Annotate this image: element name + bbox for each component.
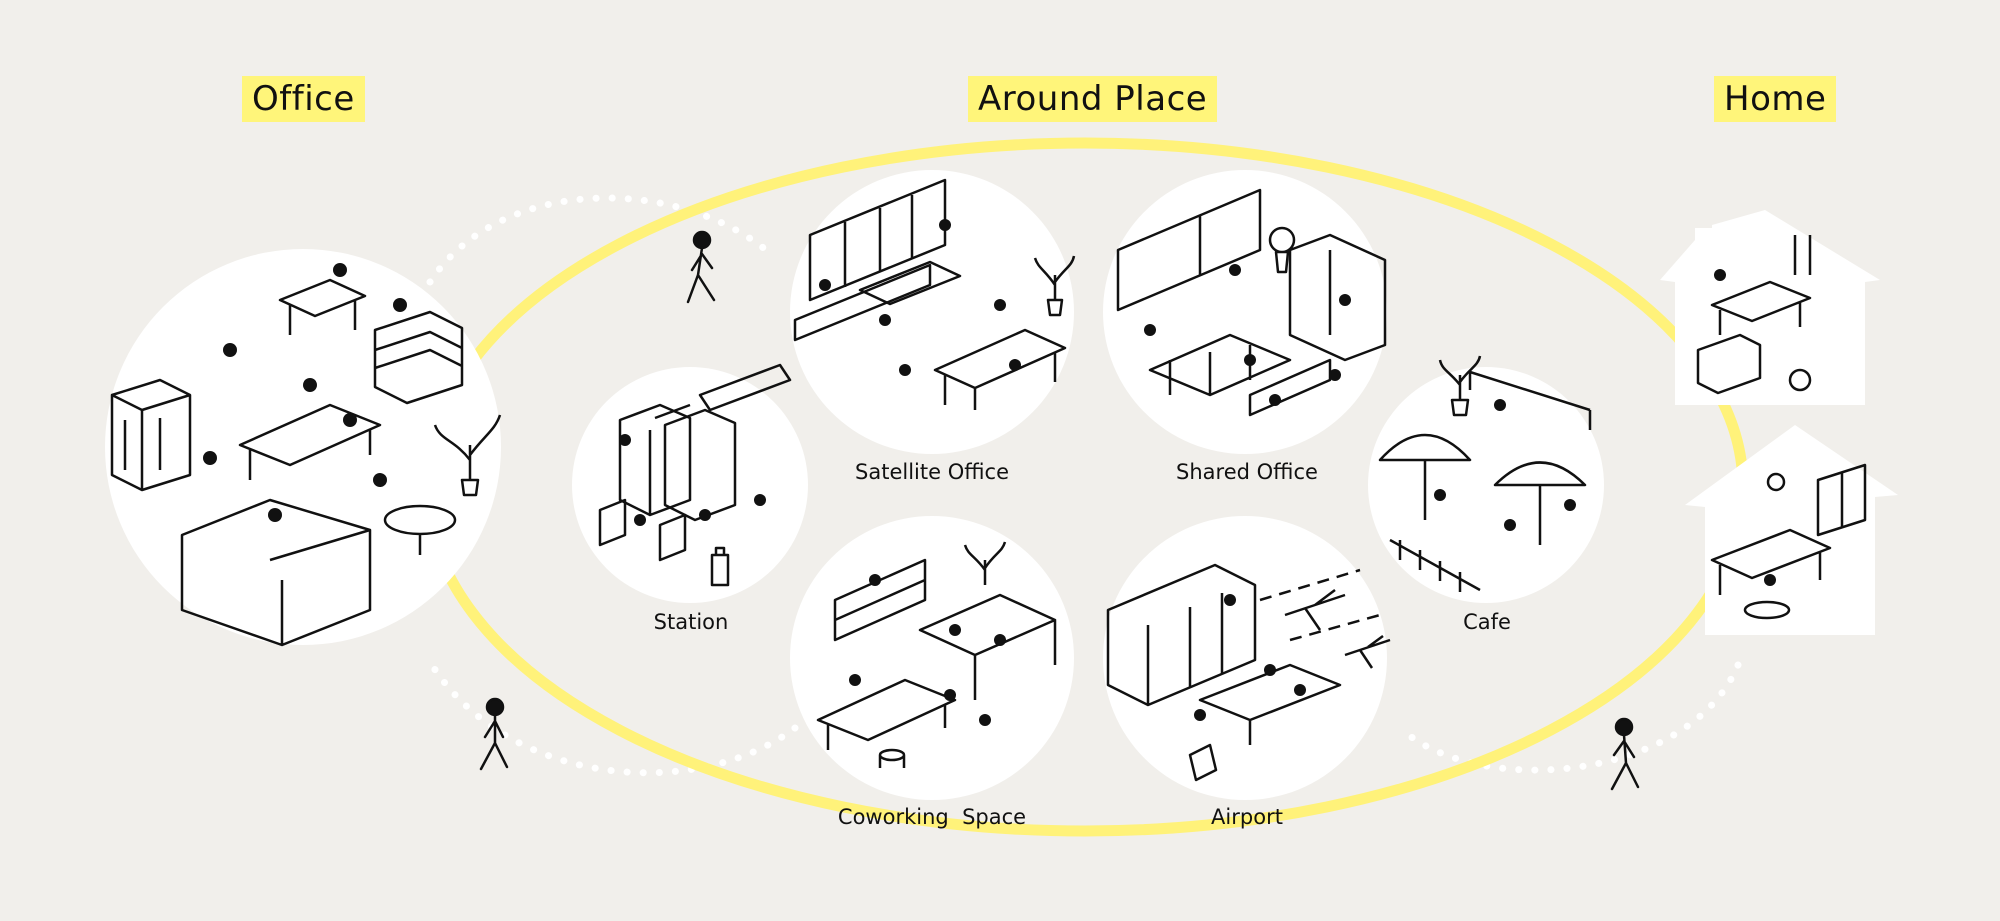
airplane-icon-2: [1344, 634, 1391, 669]
zone-title-home: Home: [1714, 76, 1837, 122]
dotted-path-office-to-around: [426, 194, 776, 286]
satellite-desk-icon: [933, 328, 1067, 410]
airport-booths-icon: [1106, 563, 1257, 707]
home-sofa-icon: [1696, 333, 1762, 395]
station-scene: [572, 363, 808, 603]
house-icon: [1660, 210, 1880, 405]
umbrella-icon-2: [1493, 461, 1587, 545]
satellite-table-icon: [858, 260, 962, 306]
shared-office-scene: [1103, 170, 1387, 454]
cafe-plant-icon: [1438, 355, 1482, 417]
coworking-stool-icon: [878, 748, 906, 768]
home-clock-icon: [1766, 472, 1786, 492]
station-sign-icon: [698, 363, 792, 412]
label-station: Station: [653, 610, 729, 634]
office-scene: [105, 249, 502, 647]
satellite-plant-icon: [1033, 255, 1076, 317]
home-window-icon: [1816, 463, 1867, 537]
airport-scene: [1103, 516, 1391, 800]
station-gate-icon: [598, 498, 687, 562]
walking-people: [479, 230, 1640, 791]
zone-title-office: Office: [242, 76, 365, 122]
office-plant-icon: [433, 414, 502, 497]
home-plant-icon: [1788, 368, 1812, 392]
walking-person-icon-3: [1610, 717, 1640, 791]
dotted-path-around-to-office: [426, 658, 799, 777]
coworking-scene: [790, 516, 1074, 800]
office-shelf-icon: [373, 310, 464, 405]
label-coworking-space: Coworking Space: [837, 805, 1027, 829]
station-booth-icon: [618, 403, 692, 517]
zone-title-around-place: Around Place: [968, 76, 1218, 122]
station-booth-icon-2: [663, 408, 737, 522]
home-desk-icon: [1710, 528, 1832, 595]
airport-runway-icon: [1259, 568, 1381, 642]
cafe-fence-icon: [1389, 538, 1481, 592]
coworking-plant-icon: [963, 541, 1007, 585]
shared-window-wall-icon: [1116, 188, 1262, 312]
suitcase-icon: [710, 546, 730, 587]
umbrella-icon: [1378, 433, 1472, 520]
satellite-office-scene: [790, 170, 1076, 454]
shared-plant-icon: [1268, 226, 1296, 274]
office-desk-icon: [278, 278, 367, 335]
home-chair-rug-icon: [1743, 600, 1791, 620]
office-round-table-icon: [383, 504, 457, 555]
shared-cubicles-icon: [1148, 333, 1292, 397]
walking-person-icon-2: [479, 697, 509, 771]
satellite-window-wall-icon: [808, 178, 947, 302]
cafe-awning-icon: [1468, 370, 1592, 430]
coworking-counter-icon: [918, 593, 1057, 700]
label-cafe: Cafe: [1463, 610, 1511, 634]
satellite-bench-icon: [793, 263, 932, 342]
office-meeting-table-icon: [238, 403, 382, 480]
office-people: [203, 263, 407, 522]
shared-booth-icon: [1288, 233, 1387, 362]
office-phone-booth-icon: [110, 378, 192, 492]
coworking-table-icon: [816, 678, 957, 750]
walking-person-icon: [686, 230, 716, 304]
home-scene: [1660, 210, 1898, 635]
label-satellite-office: Satellite Office: [855, 460, 1009, 484]
airport-seating-icon: [1198, 663, 1342, 745]
shared-divider-icon: [1248, 358, 1332, 417]
coworking-shelf-icon: [833, 558, 927, 642]
suitcase-icon-2: [1188, 743, 1218, 782]
home-curtain-icon: [1793, 235, 1812, 275]
dotted-paths: [426, 194, 1742, 777]
airplane-icon: [1284, 589, 1346, 631]
label-shared-office: Shared Office: [1176, 460, 1318, 484]
dotted-path-home-to-around: [1396, 661, 1742, 774]
label-airport: Airport: [1211, 805, 1283, 829]
office-lounge-booth-icon: [180, 498, 372, 647]
home-dining-table-icon: [1710, 280, 1812, 335]
cafe-scene: [1368, 355, 1604, 603]
